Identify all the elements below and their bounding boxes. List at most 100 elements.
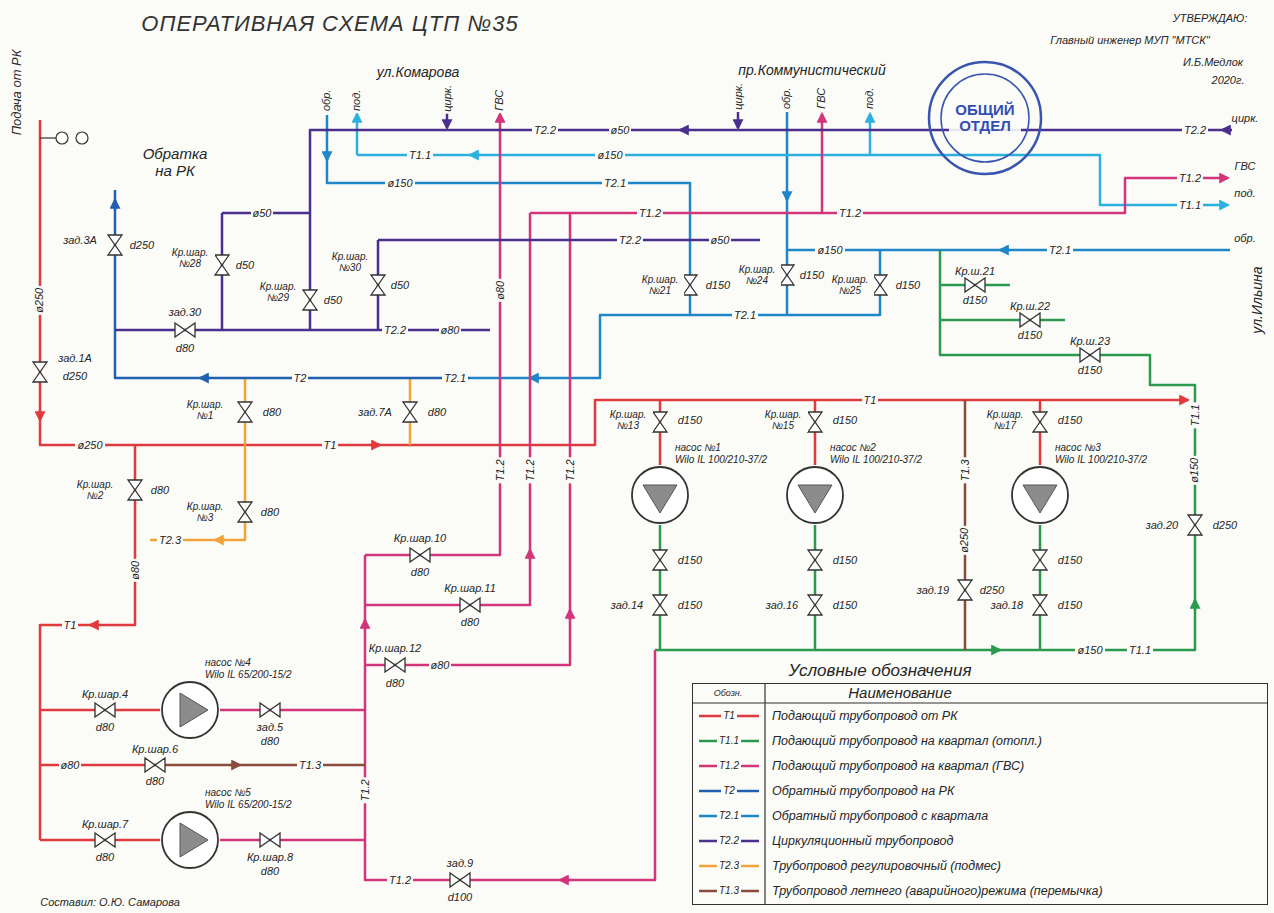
approval-text: Главный инженер МУП "МТСК" (1048, 34, 1211, 47)
valve-symbol (1033, 550, 1047, 570)
stamp-ring (929, 62, 1041, 174)
valve-label: зад.18 (989, 599, 1025, 612)
pump-impeller (180, 693, 208, 727)
pump-caption: насос №5Wilo IL 65/200-15/2 (160, 787, 291, 810)
pump-label: насос №1 (675, 442, 767, 454)
valve-label: d150 (1016, 329, 1044, 342)
pipe (940, 319, 1065, 322)
valve-symbol (371, 275, 385, 295)
street-name: Обратка на РК (138, 145, 212, 180)
valve-symbol (215, 255, 229, 275)
valve-label: d150 (798, 269, 826, 282)
valve-label: зад.1А (56, 352, 94, 365)
gauge-symbol (56, 132, 68, 144)
pipe-tag: Т2.2 (1182, 124, 1208, 137)
pipe-tag: Т1.2 (564, 457, 577, 483)
valve-label: d80 (409, 566, 431, 579)
pump-caption: насос №4Wilo IL 65/200-15/2 (160, 657, 291, 680)
pipe-name: ГВС (494, 87, 507, 112)
pipe (115, 190, 470, 378)
pump-symbol (1010, 465, 1070, 525)
valve-symbol (1080, 348, 1100, 362)
pump-label: Wilo IL 65/200-15/2 (205, 799, 291, 811)
pump-impeller (180, 823, 208, 857)
valve-label: d80 (144, 775, 166, 788)
pipe (220, 839, 365, 842)
stamp-seal: ОБЩИЙ ОТДЕЛ (927, 60, 1043, 176)
valve-symbol (808, 412, 822, 432)
valve-label: d80 (149, 484, 171, 497)
pump-caption: насос №1Wilo IL 100/210-37/2 (630, 442, 767, 465)
valve-label: Кр.шар. №28 (165, 247, 215, 270)
pipe (814, 525, 817, 650)
approval-text: И.Б.Медлок (1181, 56, 1245, 69)
pipe (40, 764, 155, 767)
valve-symbol (128, 480, 142, 500)
valve-symbol (450, 873, 470, 887)
pump-casing (162, 812, 218, 868)
valve-label: Кр.шар.8 (245, 851, 295, 864)
flow-arrow (370, 444, 380, 447)
pump-symbol (785, 465, 845, 525)
valve-label: d50 (389, 279, 411, 292)
pipe-tag: Т2 (292, 372, 309, 385)
pipe (1039, 525, 1042, 650)
pipe (310, 130, 1228, 330)
flow-arrow (786, 190, 789, 200)
pump-casing (162, 682, 218, 738)
valve-label: Кр.шар.6 (130, 743, 180, 756)
pipe-tag: ø150 (385, 177, 414, 190)
valve-label: Кр.шар. №17 (981, 409, 1029, 432)
valve-label: d250 (978, 584, 1006, 597)
valve-label: Кр.шар. №21 (636, 274, 684, 297)
pipe-tag: ø80 (59, 759, 82, 772)
flow-arrow (200, 377, 210, 380)
pipe (357, 155, 1228, 205)
author-note: Составил: О.Ю. Самарова (38, 896, 182, 909)
pump-casing (632, 467, 688, 523)
valve-label: d150 (704, 279, 732, 292)
pipe (40, 445, 135, 840)
pipe-name: ГВС (816, 85, 829, 110)
pump-impeller (798, 485, 832, 513)
pipe (659, 525, 662, 650)
valve-label: d150 (1056, 554, 1084, 567)
pipe-name: обр. (321, 87, 334, 112)
valve-label: зад.9 (445, 857, 475, 870)
pipe-tag: ø250 (34, 285, 47, 314)
pipe-tag: ø150 (595, 149, 624, 162)
pipe-tag: Т1.3 (959, 457, 972, 483)
valve-label: d250 (128, 239, 156, 252)
pipe-tag: Т1.2 (837, 207, 863, 220)
valve-label: Кр.шар.11 (442, 582, 498, 595)
valve-label: Кр.ш.23 (1068, 335, 1112, 348)
pipe (378, 239, 760, 242)
valve-label: Кр.шар.4 (80, 688, 130, 701)
pump-unit: насос №3Wilo IL 100/210-37/2 (1010, 442, 1147, 525)
valve-label: d150 (1076, 364, 1104, 377)
pump-symbol (160, 810, 220, 870)
pump-unit: насос №2Wilo IL 100/210-37/2 (785, 442, 922, 525)
approval-text: 2020г. (1210, 74, 1247, 87)
pump-impeller (643, 485, 677, 513)
pipe-name: под. (351, 87, 364, 112)
flow-arrow (326, 150, 329, 160)
valve-symbol (385, 658, 405, 672)
pipe-name: обр. (1232, 232, 1257, 245)
flow-arrow (39, 410, 42, 420)
pump-label: насос №3 (1055, 442, 1147, 454)
pipe-tag: Т1.2 (359, 777, 372, 803)
valve-label: зад.30 (167, 306, 203, 319)
valve-symbol (95, 833, 115, 847)
valve-symbol (683, 275, 697, 295)
valve-symbol (460, 598, 480, 612)
flow-arrow (230, 764, 240, 767)
pump-impeller (1023, 485, 1057, 513)
pipe-tag: Т1.1 (1127, 644, 1153, 657)
valve-label: d250 (61, 370, 89, 383)
pump-unit: насос №5Wilo IL 65/200-15/2 (160, 787, 291, 870)
valve-label: d150 (1056, 414, 1084, 427)
pump-label: Wilo IL 100/210-37/2 (675, 454, 767, 466)
legend-code: Т1.3 (717, 885, 741, 897)
valve-symbol (403, 402, 417, 422)
